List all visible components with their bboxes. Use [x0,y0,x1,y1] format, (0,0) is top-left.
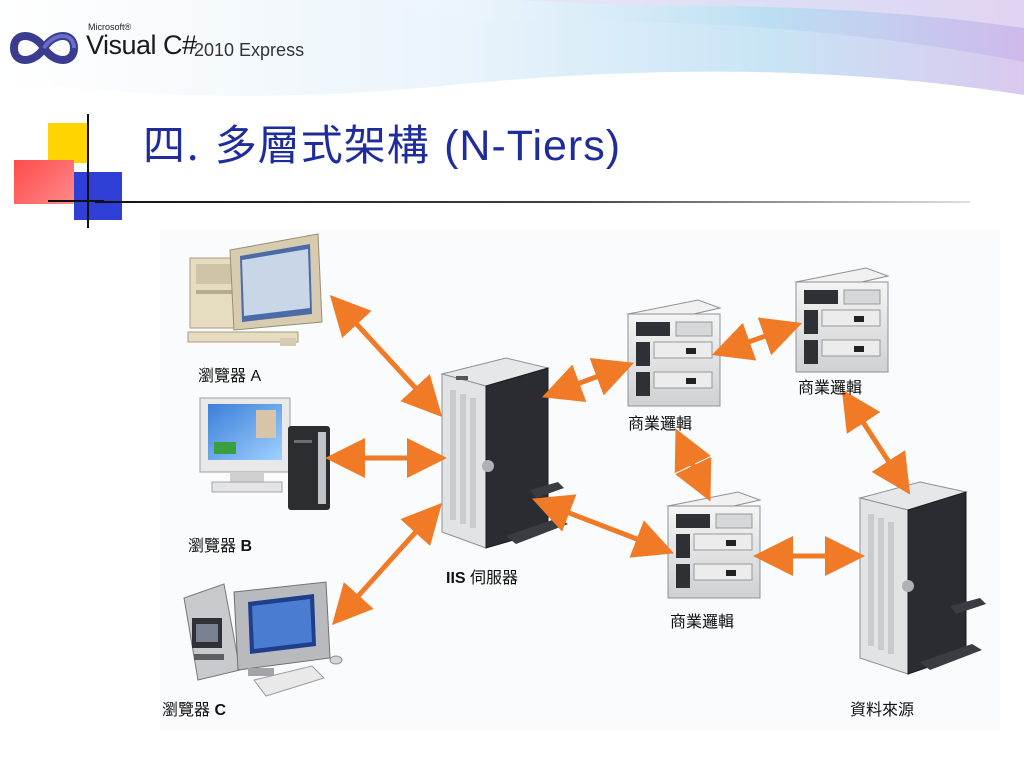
title-number: 四. [143,121,201,170]
arrow-iis-bl-bottom [532,494,674,558]
browser-b-text: 瀏覽器 [188,538,237,555]
deco-red-square [14,160,74,204]
label-browser-b: 瀏覽器 B [188,532,252,556]
deco-blue-square [74,172,122,220]
title-latin: (N-Tiers) [444,122,622,170]
label-iis-server: IIS 伺服器 [446,564,518,588]
label-bl-top-right: 商業邏輯 [798,380,863,397]
deco-horizontal-line [48,200,104,202]
title-cjk: 多層式架構 [214,121,430,170]
browser-c-computer-icon [183,581,343,697]
deco-vertical-line [87,114,89,228]
label-datasource: 資料來源 [850,702,915,719]
label-browser-c: 瀏覽器 C [162,696,226,720]
business-logic-server-bottom-icon [666,491,762,599]
browser-c-letter: C [214,702,227,719]
browser-a-computer-icon [187,233,323,346]
browser-b-letter: B [240,538,253,555]
label-bl-top-mid: 商業邏輯 [628,416,693,433]
label-browser-a: 瀏覽器 A [198,362,261,386]
browser-b-computer-icon [199,397,330,510]
arrow-bl-top-mid-bl-top-right [711,317,803,361]
logo-product: Visual C# [86,30,197,60]
arrow-iis-bl-top-mid [541,358,635,402]
deco-yellow-square [48,123,88,163]
arrow-bl-top-mid-bl-bottom [674,428,712,502]
n-tier-diagram: 瀏覽器 A 瀏覽器 B 瀏覽器 C IIS 伺服器 商業邏輯 商業邏輯 商業邏輯… [160,230,1000,730]
visual-csharp-logo: Microsoft® Visual C# 2010 Express [8,22,308,72]
iis-text: 伺服器 [470,570,519,587]
arrow-browser-c-iis [331,502,443,626]
label-bl-bottom: 商業邏輯 [670,614,735,631]
business-logic-server-top-mid-icon [626,299,722,407]
data-source-server-icon [858,481,986,675]
business-logic-server-top-right-icon [794,267,890,373]
logo-brand: Microsoft® [88,22,132,32]
iis-text-bold: IIS [446,570,466,587]
iis-server-icon [440,357,568,549]
arrow-browser-a-iis [329,294,443,418]
slide-title: 四. 多層式架構 (N-Tiers) [143,112,621,173]
browser-c-text: 瀏覽器 [162,702,211,719]
infinity-logo-icon [9,32,79,64]
browser-a-letter: A [250,368,262,385]
diagram-graphics [183,233,986,697]
browser-a-text: 瀏覽器 [198,368,247,385]
header-wave-background [0,0,1024,96]
logo-edition: 2010 Express [194,40,305,60]
arrow-bl-top-right-datasource [841,389,911,495]
title-underline [95,201,970,203]
